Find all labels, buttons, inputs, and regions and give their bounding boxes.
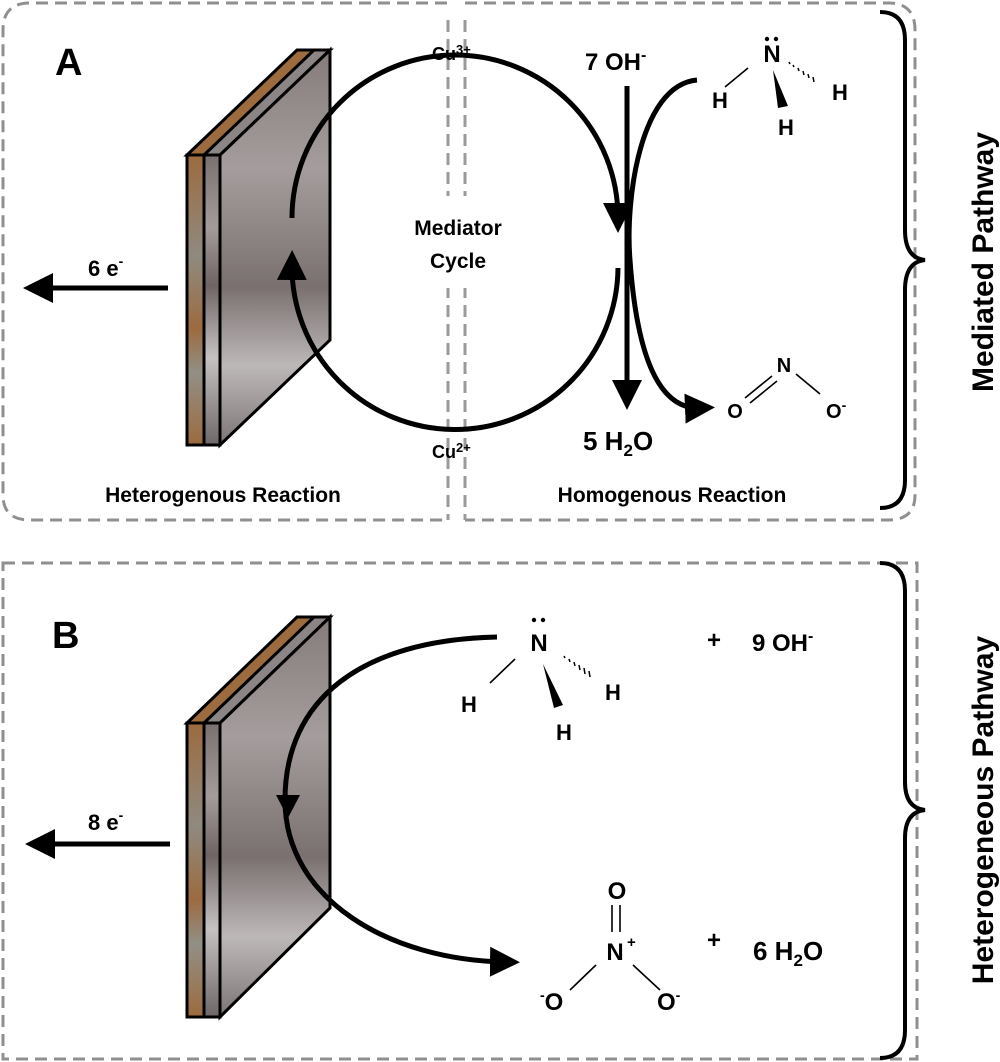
mediator-cycle-label-line1: Mediator: [414, 217, 502, 240]
nitrite-molecule: N O O-: [727, 355, 846, 423]
heterogeneous-reaction-box: [1, 1, 447, 522]
panel-a: A 6 e- Cu3+ Cu2+ Mediator Cycle 7 OH-: [1, 1, 1000, 522]
hydroxide-label-b: 9 OH-: [752, 628, 813, 657]
svg-text:O-: O-: [657, 987, 681, 1016]
plus-sign-1: +: [707, 627, 721, 654]
ammonia-molecule-b: N H H H: [461, 617, 621, 745]
electron-count-b: 8 e-: [88, 807, 124, 835]
heterogeneous-pathway-brace: [879, 561, 926, 1060]
cu2-label: Cu2+: [432, 440, 471, 462]
cu3-label: Cu3+: [432, 42, 471, 64]
svg-text:H: H: [832, 80, 848, 105]
electron-count-a: 6 e-: [88, 253, 124, 281]
svg-text:+: +: [627, 934, 636, 951]
svg-text:O: O: [608, 878, 627, 905]
svg-text:H: H: [778, 115, 794, 140]
mediator-cycle-top-arc: [289, 52, 633, 233]
ammonia-to-nitrite-arrow: [626, 77, 715, 424]
hydroxide-label-a: 7 OH-: [585, 47, 646, 76]
panel-b-label: B: [52, 615, 79, 657]
svg-text:H: H: [556, 720, 572, 745]
electrode-b: [183, 613, 334, 1021]
svg-text:H: H: [461, 692, 477, 717]
svg-text:H: H: [712, 88, 728, 113]
panel-a-label: A: [55, 42, 82, 84]
mediator-cycle-label-line2: Cycle: [430, 250, 486, 273]
arrow-direction-marker: [276, 795, 300, 818]
electrode-a: [183, 46, 334, 449]
panel-b: B 8 e- N H H H: [1, 561, 1000, 1061]
homogeneous-reaction-caption: Homogenous Reaction: [558, 484, 787, 507]
water-label-a: 5 H2O: [583, 426, 653, 460]
ammonia-molecule-a: N H H H: [712, 36, 848, 140]
heterogeneous-pathway-label: Heterogeneous Pathway: [967, 635, 1000, 984]
plus-sign-2: +: [707, 927, 721, 954]
mediated-pathway-brace: [879, 10, 926, 510]
mediated-pathway-label: Mediated Pathway: [967, 132, 1000, 392]
svg-text:-O: -O: [540, 987, 563, 1016]
water-label-b: 6 H2O: [753, 936, 823, 970]
svg-text:N: N: [777, 355, 791, 377]
nitrate-molecule: O N + -O O-: [540, 878, 681, 1016]
mediator-cycle-bottom-arc: [276, 250, 621, 432]
svg-text:N: N: [763, 41, 780, 68]
svg-text:N: N: [606, 939, 623, 966]
svg-text:O: O: [727, 401, 743, 423]
svg-text:O-: O-: [826, 397, 847, 423]
svg-text:N: N: [530, 630, 547, 657]
heterogeneous-reaction-caption: Heterogenous Reaction: [105, 484, 341, 507]
svg-text:H: H: [605, 680, 621, 705]
